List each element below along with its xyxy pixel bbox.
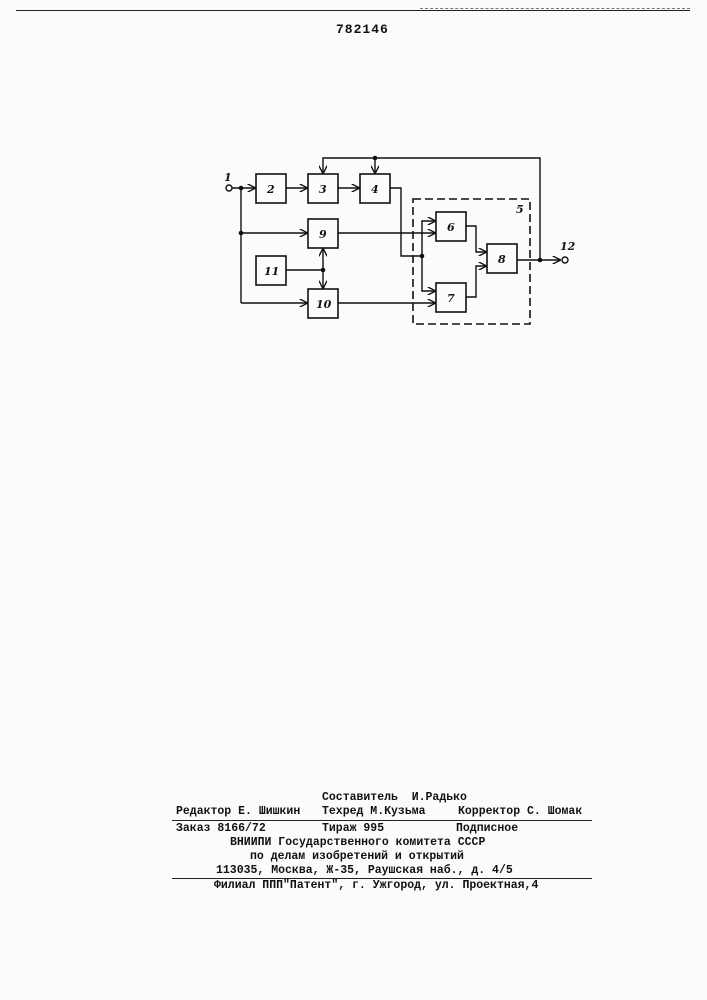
branch-line: Филиал ППП"Патент", г. Ужгород, ул. Прое…	[214, 879, 538, 892]
address-line: 113035, Москва, Ж-35, Раушская наб., д. …	[216, 864, 513, 877]
techred-line: Техред М.Кузьма	[322, 805, 426, 818]
org-line-1: ВНИИПИ Государственного комитета СССР	[230, 836, 485, 849]
order-line: Заказ 8166/72	[176, 822, 266, 835]
subscription-line: Подписное	[456, 822, 518, 835]
editor-line: Редактор Е. Шишкин	[176, 805, 300, 818]
colophon-rule-1	[172, 820, 592, 821]
corrector-line: Корректор С. Шомак	[458, 805, 582, 818]
compiler-line: Составитель И.Радько	[322, 791, 467, 804]
org-line-2: по делам изобретений и открытий	[250, 850, 464, 863]
circulation-line: Тираж 995	[322, 822, 384, 835]
